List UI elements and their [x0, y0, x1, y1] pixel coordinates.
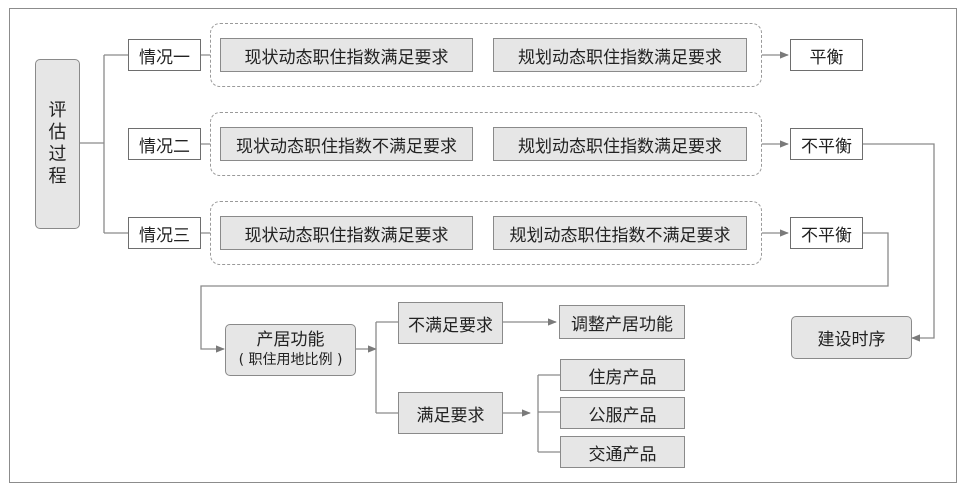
case-1-current-index: 现状动态职住指数满足要求	[220, 38, 473, 72]
function-branch-bracket	[375, 321, 398, 414]
function-subtitle: ( 职住用地比例 )	[238, 352, 343, 368]
live-work-function-box: 产居功能 ( 职住用地比例 )	[225, 324, 356, 376]
met-requirements-box: 满足要求	[398, 392, 503, 434]
case-1-label: 情况一	[128, 39, 201, 71]
products-bracket	[537, 374, 560, 453]
case-3-label: 情况三	[128, 217, 201, 249]
case-2-current-index: 现状动态职住指数不满足要求	[220, 127, 473, 161]
case-to-group-lines	[201, 54, 210, 234]
case-2-planned-index: 规划动态职住指数满足要求	[493, 127, 747, 161]
adjust-function-box: 调整产居功能	[559, 305, 685, 339]
process-char: 估	[48, 122, 67, 143]
case-3-result: 不平衡	[790, 217, 863, 249]
diagram-frame	[9, 8, 957, 483]
process-char: 程	[48, 166, 67, 187]
case-2-label: 情况二	[128, 128, 201, 160]
unmet-requirements-box: 不满足要求	[398, 302, 503, 344]
case-3-planned-index: 规划动态职住指数不满足要求	[493, 216, 747, 250]
case-1-planned-index: 规划动态职住指数满足要求	[493, 38, 747, 72]
case-3-group	[210, 201, 762, 265]
case-1-group	[210, 23, 762, 87]
case-1-result: 平衡	[790, 39, 863, 71]
product-transport-box: 交通产品	[560, 436, 685, 468]
case-3-current-index: 现状动态职住指数满足要求	[220, 216, 473, 250]
construction-timing-box: 建设时序	[791, 316, 912, 359]
evaluation-process-box: 评 估 过 程	[35, 59, 80, 229]
function-title: 产居功能	[256, 330, 325, 350]
case-2-result: 不平衡	[790, 128, 863, 160]
process-char: 过	[48, 144, 67, 165]
process-char: 评	[48, 100, 67, 121]
product-public-service-box: 公服产品	[560, 397, 685, 429]
process-bracket-line	[80, 54, 128, 234]
case-2-group	[210, 112, 762, 176]
arrow-to-timing	[863, 143, 935, 342]
product-housing-box: 住房产品	[560, 359, 685, 391]
arrow-to-function	[200, 232, 889, 353]
